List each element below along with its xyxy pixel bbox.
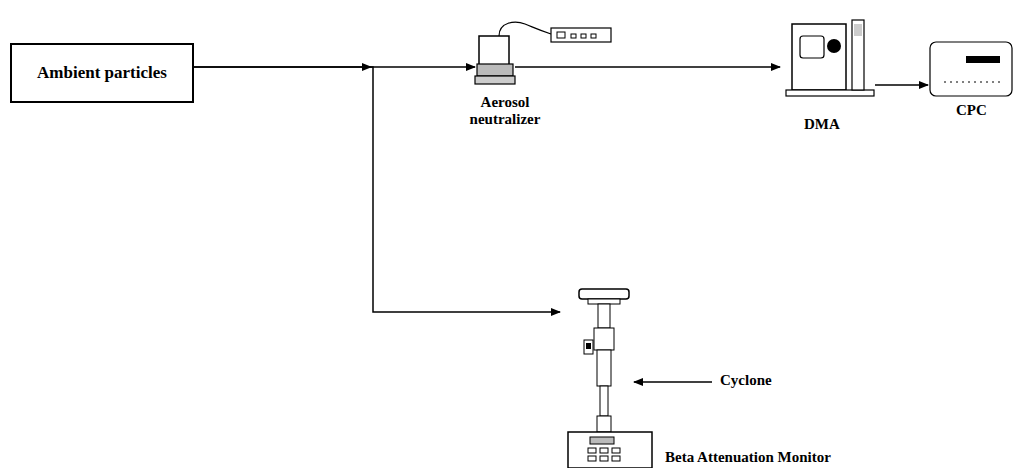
cpc-icon bbox=[928, 40, 1014, 100]
flow-arrow bbox=[194, 67, 560, 312]
part-label: Cyclone bbox=[720, 372, 772, 389]
flow-arrow bbox=[515, 66, 780, 68]
source-box: Ambient particles bbox=[10, 43, 194, 103]
dma-icon bbox=[782, 18, 882, 116]
neutralizer-icon bbox=[455, 18, 625, 94]
instrument: CPC bbox=[928, 40, 1014, 122]
bam-icon bbox=[560, 285, 670, 468]
node-label: CPC bbox=[956, 102, 987, 119]
node-label: Aerosol neutralizer bbox=[460, 94, 550, 129]
instrument: Aerosol neutralizer bbox=[455, 18, 625, 118]
flow-arrow bbox=[875, 84, 928, 86]
node-label: Beta Attenuation Monitor bbox=[665, 449, 831, 466]
node-label: Ambient particles bbox=[37, 63, 167, 83]
instrument: DMA bbox=[782, 18, 882, 118]
split-arrowhead bbox=[362, 63, 372, 71]
leader-arrow bbox=[634, 381, 712, 383]
node-label: DMA bbox=[804, 116, 840, 133]
